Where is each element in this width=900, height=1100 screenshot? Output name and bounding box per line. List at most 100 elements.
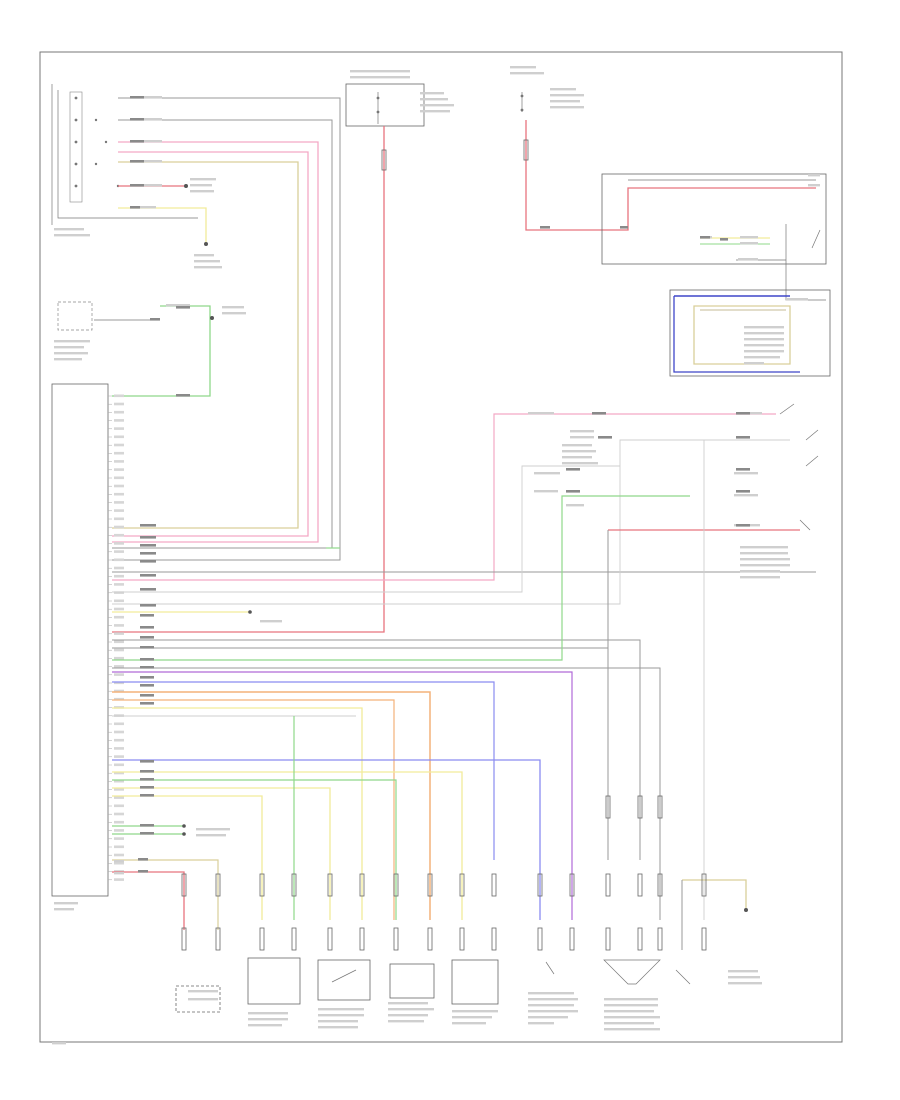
label-text-placeholder [740, 558, 790, 561]
label-text-placeholder [54, 352, 88, 355]
pin-label-bar [114, 804, 124, 808]
label-text-placeholder [528, 412, 554, 415]
inline-connector [657, 873, 663, 897]
pin-label-bar [114, 820, 124, 824]
label-text-placeholder [190, 190, 214, 193]
wire-label-block [736, 436, 750, 439]
label-text-placeholder [566, 504, 584, 507]
label-text-placeholder [744, 332, 784, 335]
label-text-placeholder [604, 1004, 658, 1007]
label-text-placeholder [528, 1022, 554, 1025]
inline-connector [259, 873, 265, 897]
label-text-placeholder [318, 1020, 358, 1023]
label-text-placeholder [740, 564, 790, 567]
label-text-placeholder [188, 998, 218, 1001]
wire-label-block [140, 588, 156, 591]
label-text-placeholder [166, 304, 190, 307]
pin-label-bar [114, 788, 124, 791]
pin-label-bar [114, 771, 124, 775]
pin-label-bar [114, 402, 124, 406]
label-text-placeholder [196, 834, 226, 837]
label-text-placeholder [54, 908, 74, 911]
label-text-placeholder [562, 462, 598, 465]
pin-label-bar [114, 845, 124, 849]
label-text-placeholder [740, 552, 788, 555]
label-text-placeholder [604, 1016, 660, 1019]
label-text-placeholder [140, 160, 162, 163]
pin-label-bar [114, 451, 124, 455]
inline-connector [427, 873, 433, 897]
pin-label-bar [114, 542, 124, 545]
label-text-placeholder [734, 494, 758, 497]
inline-connector [359, 927, 365, 951]
pin-label-bar [114, 599, 124, 603]
inline-connector [523, 139, 529, 161]
label-text-placeholder [54, 358, 82, 361]
label-text-placeholder [452, 1010, 498, 1013]
pin-label-bar [114, 640, 124, 644]
label-text-placeholder [222, 306, 244, 309]
inline-connector [657, 795, 663, 819]
pin-label-bar [114, 747, 124, 750]
label-text-placeholder [388, 1014, 428, 1017]
inline-connector [605, 873, 611, 897]
pin-label-bar [114, 730, 124, 734]
inline-connector [605, 795, 611, 819]
label-text-placeholder [54, 346, 84, 349]
label-text-placeholder [318, 1014, 364, 1017]
wire-label-block [140, 552, 156, 555]
label-text-placeholder [604, 1010, 654, 1013]
label-text-placeholder [550, 106, 584, 109]
pin-label-bar [114, 656, 124, 660]
label-text-placeholder [54, 340, 90, 343]
label-text-placeholder [728, 982, 762, 985]
inline-connectors [181, 139, 707, 951]
label-text-placeholder [190, 184, 212, 187]
pin-label-bar [114, 861, 124, 865]
wire-label-block [140, 778, 154, 781]
wire-label-block [720, 238, 728, 241]
pin-label-bar [114, 410, 124, 414]
label-text-placeholder [114, 860, 124, 863]
label-text-placeholder [318, 1026, 358, 1029]
diagram-frame [39, 51, 843, 1043]
inline-connector [537, 873, 543, 897]
label-text-placeholder [740, 236, 758, 239]
label-text-placeholder [350, 76, 410, 79]
inline-connector [259, 927, 265, 951]
top-left-connector [51, 84, 198, 225]
pin-label-bar [114, 755, 124, 758]
inline-connector [537, 927, 543, 951]
label-text-placeholder [196, 828, 230, 831]
label-text-placeholder [248, 1024, 282, 1027]
right-vertical-wires [607, 403, 819, 950]
wire-label-block [140, 658, 154, 661]
label-text-placeholder [114, 872, 124, 875]
pin-label-bar [114, 501, 124, 504]
wire-label-block [140, 684, 154, 687]
label-text-placeholder [604, 1022, 654, 1025]
pin-label-bar [114, 394, 124, 398]
label-text-placeholder [728, 976, 760, 979]
label-text-placeholder [562, 450, 596, 453]
wire-label-block [140, 832, 154, 835]
label-text-placeholder [248, 1018, 288, 1021]
pin-label-bar [114, 468, 124, 471]
wire-label-block [736, 524, 750, 527]
label-text-placeholder [734, 472, 758, 475]
pin-label-bar [114, 648, 124, 652]
pin-label-bar [114, 509, 124, 512]
wire-label-block [140, 786, 154, 789]
wire-label-block [130, 206, 140, 209]
right-top-module [601, 173, 827, 301]
pin-label-bar [114, 435, 124, 439]
wire-label-block [130, 96, 144, 99]
inline-connector [459, 927, 465, 951]
wire-label-block [140, 560, 156, 563]
label-text-placeholder [744, 356, 780, 359]
wire-label-block [176, 394, 190, 397]
label-text-placeholder [744, 362, 764, 365]
label-text-placeholder [510, 72, 544, 75]
label-text-placeholder [808, 174, 820, 177]
label-text-placeholder [54, 228, 84, 231]
